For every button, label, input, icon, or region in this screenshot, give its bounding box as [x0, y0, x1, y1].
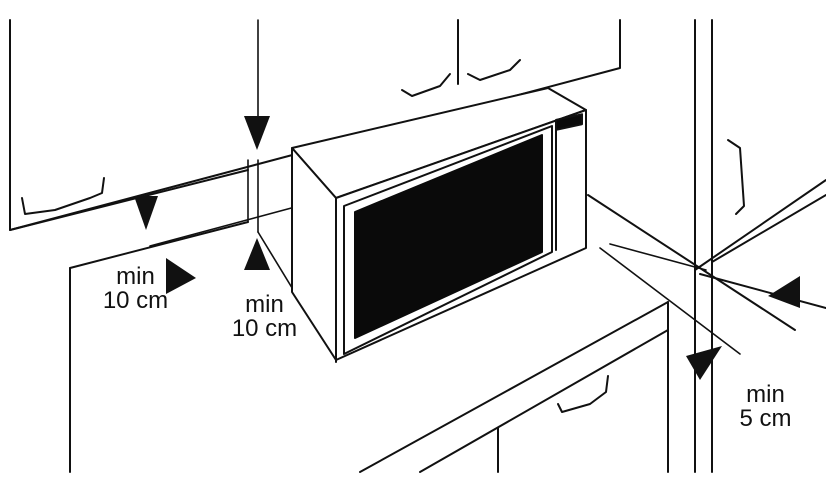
- tall-cabinet-handle: [727, 139, 745, 215]
- countertop: [69, 194, 796, 473]
- drawer-handle: [557, 375, 609, 413]
- clearance-label-rear: min 5 cm: [718, 383, 813, 431]
- arrow-down-right: [686, 346, 722, 380]
- label-value: 5 cm: [739, 405, 792, 432]
- tall-cabinet: [694, 19, 826, 473]
- base-cabinet: [497, 301, 669, 473]
- label-value: 10 cm: [102, 287, 169, 314]
- label-min: min: [116, 263, 155, 290]
- label-min: min: [245, 291, 284, 318]
- arrow-up-bottom: [244, 238, 270, 270]
- cabinet-handle-middle: [401, 73, 451, 97]
- clearance-label-top: min 10 cm: [212, 293, 317, 341]
- control-panel: [555, 113, 583, 131]
- label-value: 10 cm: [231, 315, 298, 342]
- microwave: [291, 87, 587, 361]
- arrow-down-left: [134, 196, 158, 230]
- cabinet-handle-right: [467, 59, 521, 81]
- arrow-left-right: [768, 276, 800, 308]
- cabinet-handle-left: [21, 177, 105, 215]
- arrow-right-left: [166, 258, 196, 294]
- microwave-window: [354, 134, 543, 339]
- label-min: min: [746, 381, 785, 408]
- clearance-label-side: min 10 cm: [83, 265, 188, 313]
- arrow-down-top: [244, 116, 270, 150]
